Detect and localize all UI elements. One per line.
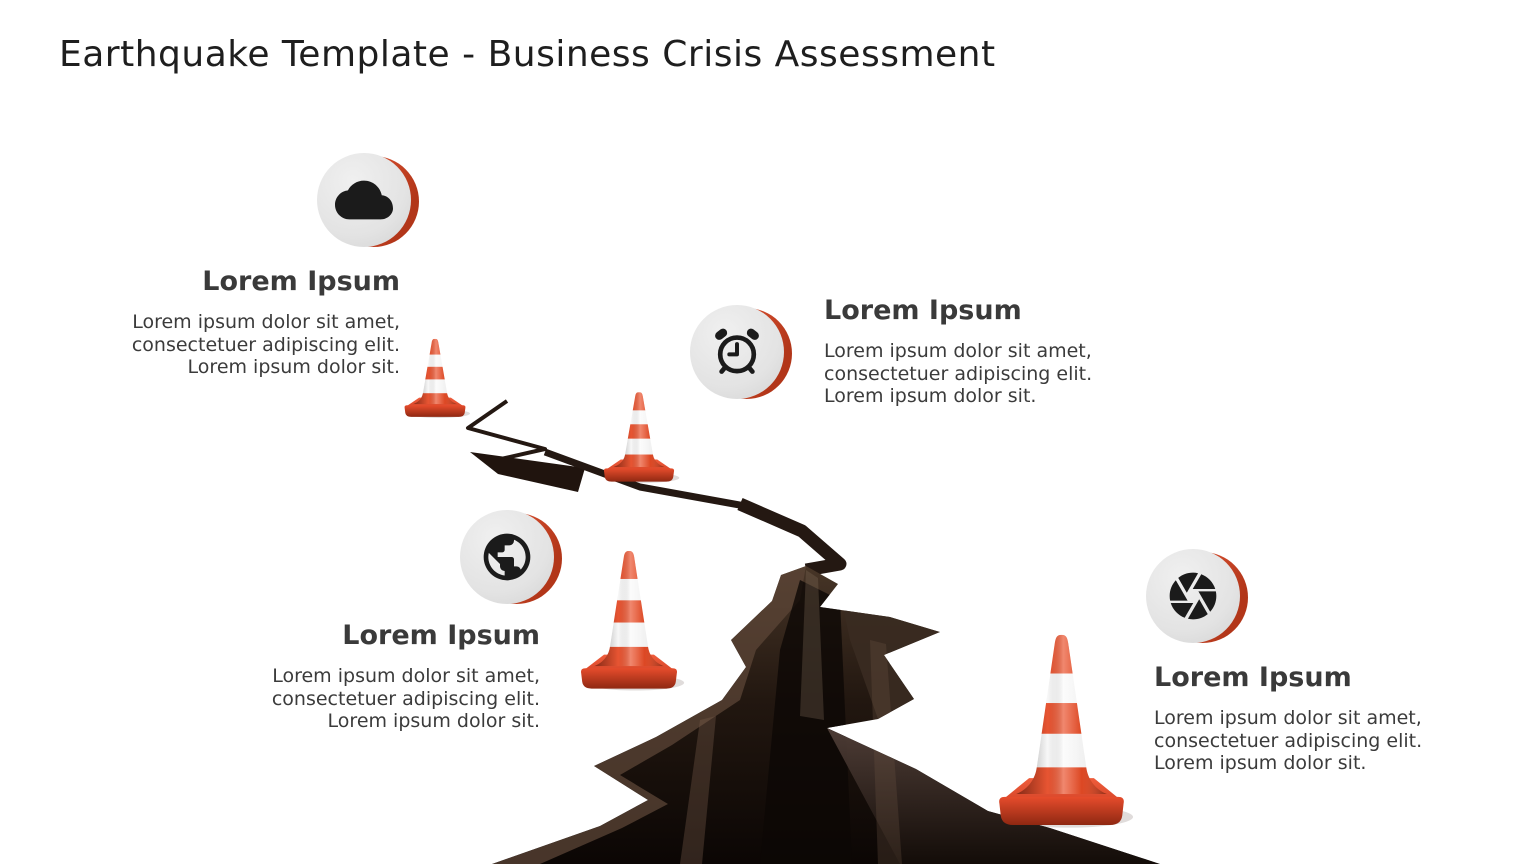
section-heading: Lorem Ipsum bbox=[824, 295, 1022, 326]
section-body-line: consectetuer adipiscing elit. bbox=[1154, 729, 1423, 752]
alarm-clock-icon bbox=[715, 328, 759, 374]
cloud-icon-badge bbox=[317, 153, 419, 247]
section-cloud: Lorem Ipsum Lorem ipsum dolor sit amet, … bbox=[96, 266, 400, 379]
section-globe: Lorem Ipsum Lorem ipsum dolor sit amet, … bbox=[236, 620, 540, 733]
section-body-line: consectetuer adipiscing elit. bbox=[131, 333, 400, 356]
section-body-line: consectetuer adipiscing elit. bbox=[271, 687, 540, 710]
crack-fissure-line bbox=[466, 399, 847, 577]
globe-icon-badge bbox=[460, 510, 562, 604]
section-body-line: Lorem ipsum dolor sit. bbox=[1154, 752, 1367, 774]
traffic-cone-medium bbox=[601, 392, 679, 483]
section-heading: Lorem Ipsum bbox=[342, 620, 540, 651]
section-heading: Lorem Ipsum bbox=[1154, 662, 1352, 693]
traffic-cone-small bbox=[402, 339, 470, 418]
crack-chasm bbox=[492, 566, 1160, 864]
icon-circle bbox=[690, 305, 784, 399]
section-heading: Lorem Ipsum bbox=[202, 266, 400, 297]
section-body-line: consectetuer adipiscing elit. bbox=[824, 362, 1093, 385]
traffic-cone-largest bbox=[994, 635, 1133, 828]
icon-circle bbox=[317, 153, 411, 247]
section-body-line: Lorem ipsum dolor sit. bbox=[187, 356, 400, 378]
camera-aperture-icon-badge bbox=[1146, 549, 1248, 643]
section-alarm-clock: Lorem Ipsum Lorem ipsum dolor sit amet, … bbox=[824, 295, 1136, 408]
traffic-cone-large bbox=[577, 551, 684, 691]
section-body-line: Lorem ipsum dolor sit amet, bbox=[1154, 707, 1422, 729]
globe-icon bbox=[483, 533, 531, 581]
cloud-icon bbox=[335, 180, 393, 220]
section-body-line: Lorem ipsum dolor sit. bbox=[824, 385, 1037, 407]
section-body-line: Lorem ipsum dolor sit. bbox=[327, 710, 540, 732]
section-body-line: Lorem ipsum dolor sit amet, bbox=[272, 665, 540, 687]
slide-title: Earthquake Template - Business Crisis As… bbox=[59, 34, 996, 75]
icon-circle bbox=[1146, 549, 1240, 643]
icon-circle bbox=[460, 510, 554, 604]
section-body-line: Lorem ipsum dolor sit amet, bbox=[132, 311, 400, 333]
section-body-line: Lorem ipsum dolor sit amet, bbox=[824, 340, 1092, 362]
alarm-clock-icon-badge bbox=[690, 305, 792, 399]
camera-aperture-icon bbox=[1169, 572, 1217, 620]
section-camera-aperture: Lorem Ipsum Lorem ipsum dolor sit amet, … bbox=[1154, 662, 1464, 775]
